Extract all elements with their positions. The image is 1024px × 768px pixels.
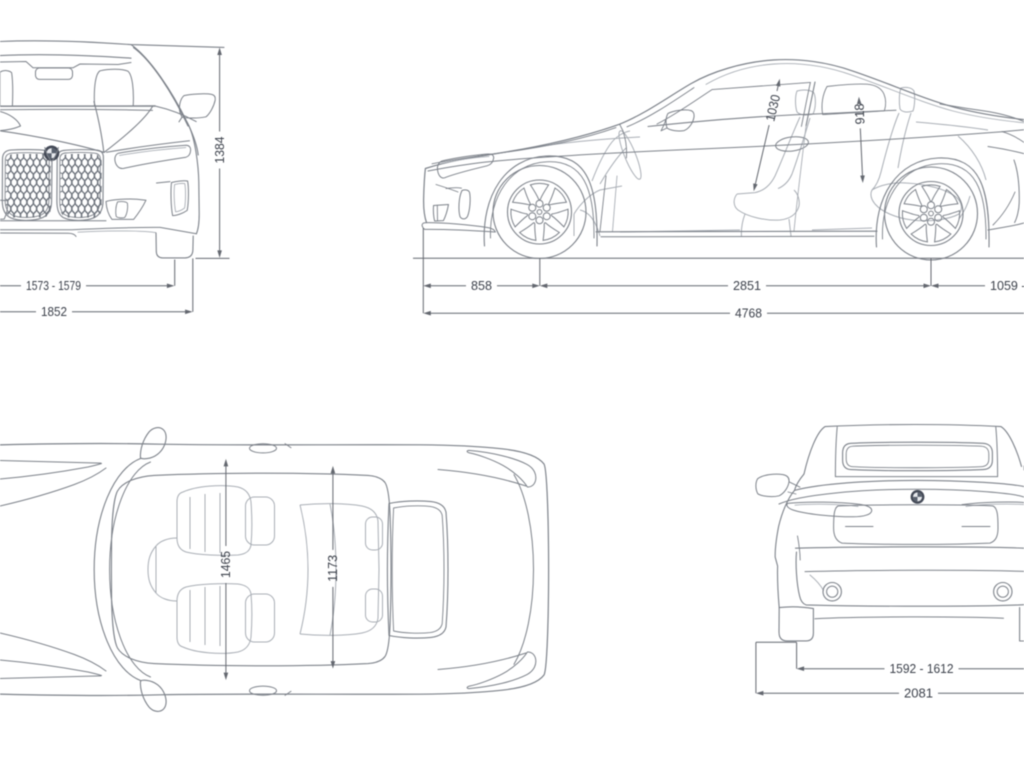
svg-text:2851: 2851 <box>733 278 761 293</box>
svg-text:918: 918 <box>852 103 868 125</box>
svg-text:2081: 2081 <box>904 686 933 701</box>
svg-text:1573 - 1579: 1573 - 1579 <box>26 278 81 293</box>
svg-text:858: 858 <box>471 278 492 293</box>
svg-text:1030: 1030 <box>762 93 783 123</box>
svg-text:1384: 1384 <box>212 137 227 164</box>
svg-text:1465: 1465 <box>218 551 233 578</box>
svg-text:4768: 4768 <box>735 306 762 321</box>
svg-text:1592 - 1612: 1592 - 1612 <box>890 661 954 676</box>
svg-text:1852: 1852 <box>41 304 67 319</box>
svg-text:1173: 1173 <box>325 555 340 582</box>
svg-text:1059 - 1: 1059 - 1 <box>990 278 1024 293</box>
